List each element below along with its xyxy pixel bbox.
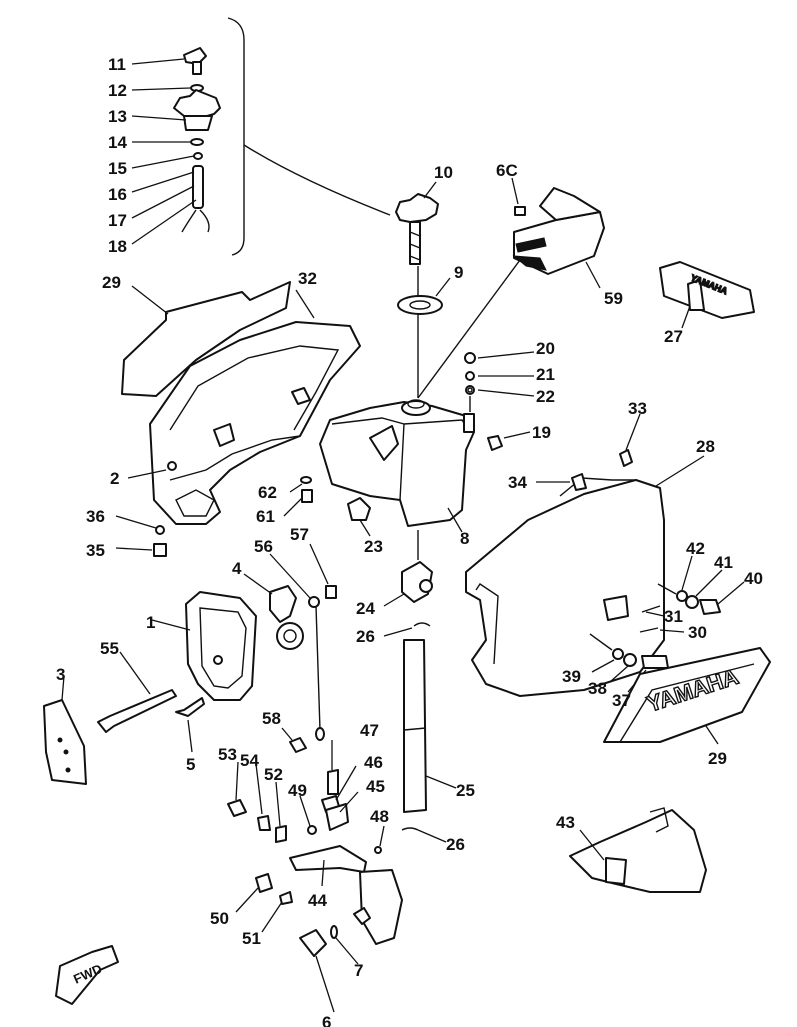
part-23 (347, 497, 371, 537)
cap-ring-part (193, 152, 203, 160)
callout-c44: 44 (308, 891, 327, 910)
callout-c51: 51 (242, 929, 261, 948)
callout-c21: 21 (536, 365, 555, 384)
callout-c53: 53 (218, 745, 237, 764)
callout-c31: 31 (664, 607, 683, 626)
fwd-arrow: FWD (55, 945, 119, 1005)
callout-c56: 56 (254, 537, 273, 556)
callout-c58: 58 (262, 709, 281, 728)
callout-c36: 36 (86, 507, 105, 526)
callout-c47: 47 (360, 721, 379, 740)
callout-c26a: 26 (356, 627, 375, 646)
callout-c28: 28 (696, 437, 715, 456)
callout-c18: 18 (108, 237, 127, 256)
callout-c38: 38 (588, 679, 607, 698)
callout-c41: 41 (714, 553, 733, 572)
callout-c14: 14 (108, 133, 127, 152)
callout-c9: 9 (454, 263, 463, 282)
callout-c49: 49 (288, 781, 307, 800)
callout-c34: 34 (508, 473, 527, 492)
plate-3 (43, 675, 87, 785)
callout-c3: 3 (56, 665, 65, 684)
callout-c27: 27 (664, 327, 683, 346)
callout-c60: 6C (496, 161, 518, 180)
callout-c32: 32 (298, 269, 317, 288)
callout-c45: 45 (366, 777, 385, 796)
cap-knob-part (183, 47, 207, 65)
callout-c10: 10 (434, 163, 453, 182)
fuel-tank-8 (319, 399, 475, 533)
bracket-4 (243, 573, 304, 650)
bolt-5 (175, 697, 205, 753)
callout-c39: 39 (562, 667, 581, 686)
screw-58 (281, 727, 307, 753)
fuel-valve-24 (383, 530, 433, 637)
cover-panel-29-top (121, 281, 291, 397)
bracket-59 (417, 177, 605, 399)
callout-c12: 12 (108, 81, 127, 100)
callout-c33: 33 (628, 399, 647, 418)
callout-c6: 6 (322, 1013, 331, 1027)
callout-c59: 59 (604, 289, 623, 308)
callout-c55: 55 (100, 639, 119, 658)
callout-c2: 2 (110, 469, 119, 488)
fasteners-right (589, 555, 745, 693)
callout-c29b: 29 (708, 749, 727, 768)
callout-c23: 23 (364, 537, 383, 556)
callout-c52: 52 (264, 765, 283, 784)
cover-panel-29-bottom: YAMAHA (603, 647, 771, 745)
callout-c37: 37 (612, 691, 631, 710)
callout-c5: 5 (186, 755, 195, 774)
callout-c17: 17 (108, 211, 127, 230)
callout-c46: 46 (364, 753, 383, 772)
cap-screw-part (192, 61, 202, 75)
callout-c11: 11 (108, 55, 126, 74)
callout-c42: 42 (686, 539, 705, 558)
callout-c4: 4 (232, 559, 242, 578)
callout-c1: 1 (146, 613, 155, 632)
callout-c16: 16 (108, 185, 127, 204)
fuel-cap-detail-group (131, 17, 391, 256)
callout-c19: 19 (532, 423, 551, 442)
callout-c29a: 29 (102, 273, 121, 292)
callout-c8: 8 (460, 529, 469, 548)
cowling-right-28 (465, 413, 705, 697)
callout-c30: 30 (688, 623, 707, 642)
callout-c13: 13 (108, 107, 127, 126)
fuel-cap-assembly (395, 181, 451, 398)
callout-c50: 50 (210, 909, 229, 928)
bolt-55 (97, 651, 177, 733)
linkage-group (227, 740, 403, 1013)
callout-c7: 7 (354, 961, 363, 980)
cap-seal-part (190, 138, 204, 146)
cover-1 (151, 591, 257, 701)
callout-c26b: 26 (446, 835, 465, 854)
callout-c40: 40 (744, 569, 763, 588)
callout-c15: 15 (108, 159, 127, 178)
callout-c22: 22 (536, 387, 555, 406)
callout-c43: 43 (556, 813, 575, 832)
callout-c24: 24 (356, 599, 375, 618)
callout-c35: 35 (86, 541, 105, 560)
fasteners-20-21-22 (464, 351, 535, 451)
callout-c57: 57 (290, 525, 309, 544)
fuel-hose-25 (401, 639, 457, 843)
fuel-cap-gear-part (173, 89, 221, 119)
link-rod-56 (269, 543, 337, 741)
fuel-cap-body-part (183, 115, 213, 131)
callout-c61: 61 (256, 507, 275, 526)
cowling-left-32 (149, 289, 361, 525)
callout-c20: 20 (536, 339, 555, 358)
decal-27: YAMAHA (659, 261, 755, 329)
fasteners-left (115, 469, 313, 557)
callout-c25: 25 (456, 781, 475, 800)
callout-c54: 54 (240, 751, 259, 770)
callout-c62: 62 (258, 483, 277, 502)
guard-43 (569, 807, 707, 893)
callout-c48: 48 (370, 807, 389, 826)
